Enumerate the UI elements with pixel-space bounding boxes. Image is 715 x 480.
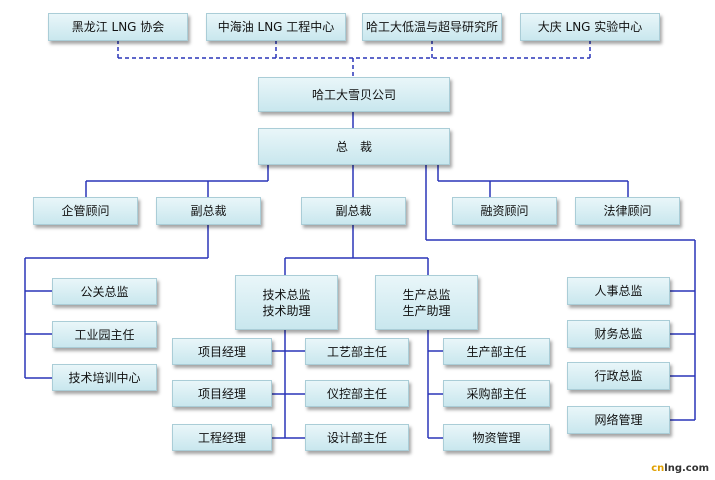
prod-director-box: 生产总监生产助理 [375, 275, 478, 330]
process-dept-box: 工艺部主任 [305, 338, 409, 365]
vp-center-box: 副总裁 [301, 197, 406, 225]
enterprise-advisor-box: 企管顾问 [33, 197, 138, 225]
president-box: 总 裁 [258, 128, 450, 165]
network-management-box: 网络管理 [567, 406, 670, 434]
finance-director-box: 财务总监 [567, 320, 670, 348]
partner-box-heilongjiang: 黑龙江 LNG 协会 [48, 13, 188, 41]
partner-box-daqing: 大庆 LNG 实验中心 [520, 13, 660, 41]
project-manager-box-1: 项目经理 [172, 338, 272, 365]
project-manager-box-2: 项目经理 [172, 380, 272, 407]
company-box: 哈工大雪贝公司 [258, 77, 450, 112]
watermark: cnlng.com [651, 463, 709, 474]
tech-director-box: 技术总监技术助理 [235, 275, 338, 330]
partner-box-hit-institute: 哈工大低温与超导研究所 [362, 13, 502, 41]
training-center-box: 技术培训中心 [52, 364, 157, 391]
admin-director-box: 行政总监 [567, 362, 670, 390]
finance-advisor-box: 融资顾问 [452, 197, 557, 225]
instrument-dept-box: 仪控部主任 [305, 380, 409, 407]
partner-box-cnooc: 中海油 LNG 工程中心 [206, 13, 346, 41]
engineering-manager-box: 工程经理 [172, 424, 272, 451]
production-dept-box: 生产部主任 [443, 338, 550, 365]
industrial-park-director-box: 工业园主任 [52, 321, 157, 348]
legal-advisor-box: 法律顾问 [575, 197, 680, 225]
pr-director-box: 公关总监 [52, 278, 157, 305]
materials-box: 物资管理 [443, 424, 550, 451]
design-dept-box: 设计部主任 [305, 424, 409, 451]
vp-left-box: 副总裁 [156, 197, 261, 225]
hr-director-box: 人事总监 [567, 277, 670, 305]
purchasing-dept-box: 采购部主任 [443, 380, 550, 407]
